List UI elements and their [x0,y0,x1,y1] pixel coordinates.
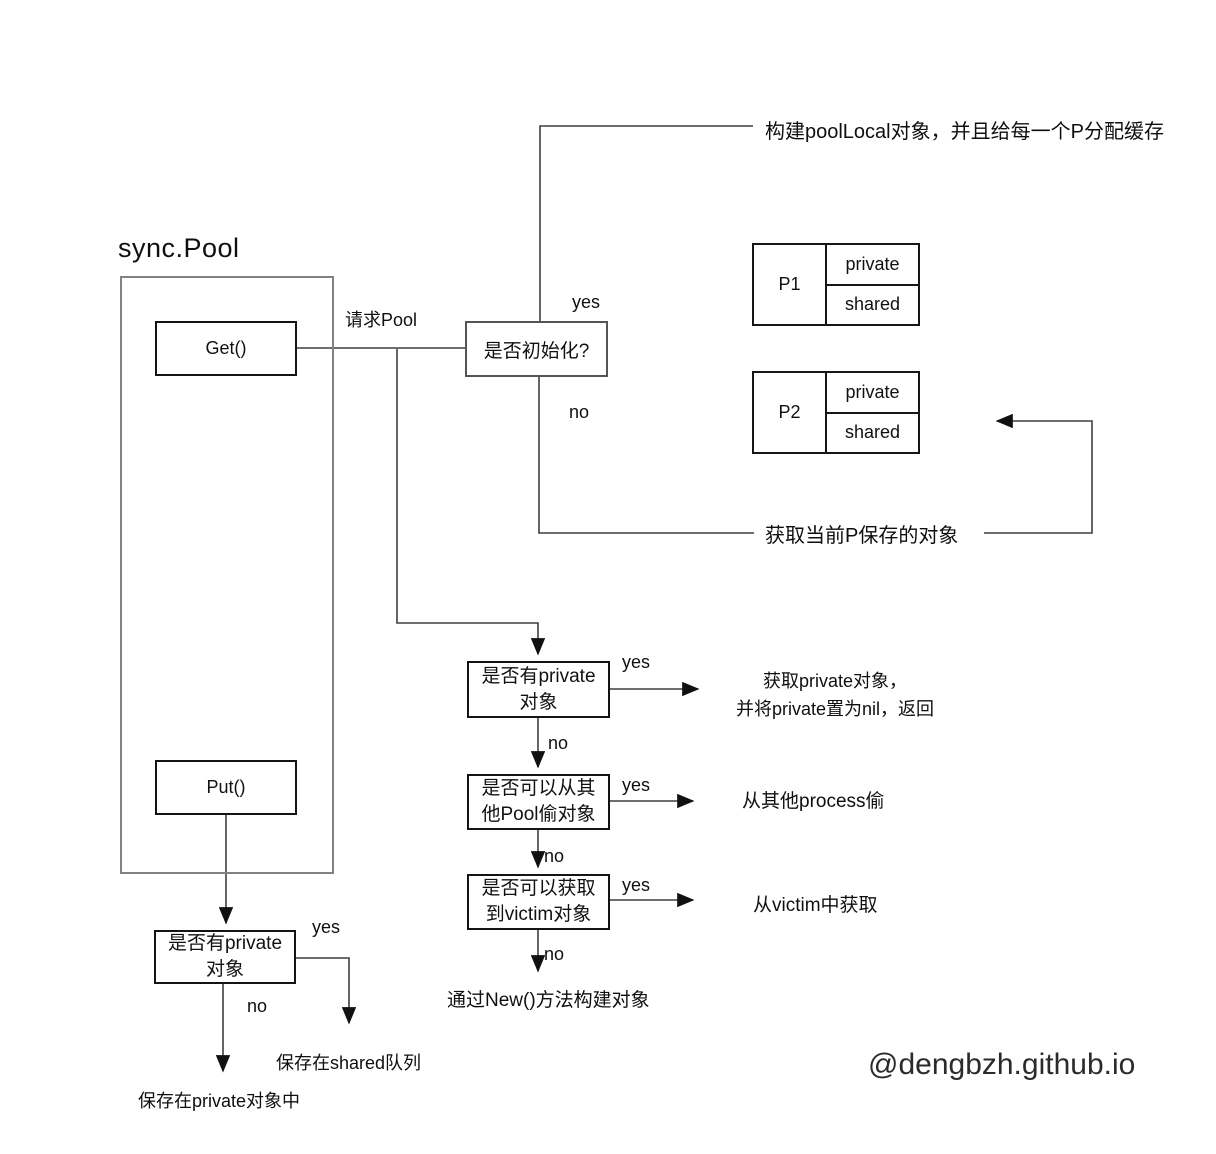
page-title: sync.Pool [118,233,240,263]
node-get-label: Get() [205,338,247,358]
annotation-steal-result: 从其他process偷 [742,791,885,812]
node-put-private-check: 是否有private 对象 [154,930,296,984]
node-put-private-check-label: 是否有private 对象 [167,933,283,980]
edge-label-victim-yes: yes [622,875,651,895]
node-get-private-check: 是否有private 对象 [467,661,610,718]
annotation-save-private: 保存在private对象中 [138,1091,301,1111]
node-get-private-check-label: 是否有private 对象 [481,665,596,713]
annotation-save-shared: 保存在shared队列 [276,1053,422,1073]
node-get: Get() [155,321,297,376]
edge-label-init-yes: yes [572,292,601,312]
p1-table: P1 private shared [752,243,920,326]
node-init-check: 是否初始化? [465,321,608,377]
node-steal-check-label: 是否可以从其 他Pool偷对象 [481,778,596,825]
edge-label-request-pool: 请求Pool [345,310,418,330]
node-steal-check: 是否可以从其 他Pool偷对象 [467,774,610,830]
watermark: @dengbzh.github.io [868,1048,1136,1081]
annotation-new-result: 通过New()方法构建对象 [447,990,650,1011]
sync-pool-container [120,276,334,874]
edge-label-init-no: no [569,402,590,422]
annotation-build-poollocal: 构建poolLocal对象，并且给每一个P分配缓存 [765,121,1164,143]
edge-label-steal-yes: yes [622,775,651,795]
edge-label-put-no: no [247,996,268,1016]
edge-label-put-yes: yes [312,917,341,937]
edge-label-get-private-yes: yes [622,652,651,672]
p2-name: P2 [754,373,827,452]
p2-private-cell: private [845,381,900,402]
node-victim-check-label: 是否可以获取 到victim对象 [481,878,596,925]
edge-label-get-private-no: no [548,733,569,753]
p1-private-cell: private [845,253,900,274]
node-put-label: Put() [206,777,246,797]
p2-table: P2 private shared [752,371,920,454]
node-victim-check: 是否可以获取 到victim对象 [467,874,610,930]
p2-shared-cell: shared [827,411,918,453]
node-init-check-label: 是否初始化? [483,340,590,362]
annotation-get-private-result: 获取private对象， 并将private置为nil，返回 [735,671,935,719]
p1-name: P1 [754,245,827,324]
annotation-victim-result: 从victim中获取 [753,895,878,916]
p1-shared-cell: shared [827,283,918,325]
edge-label-steal-no: no [544,846,565,866]
annotation-get-current-p: 获取当前P保存的对象 [765,525,959,547]
edge-label-victim-no: no [544,944,565,964]
p2-cells: private shared [827,373,918,452]
node-put: Put() [155,760,297,815]
p1-cells: private shared [827,245,918,324]
